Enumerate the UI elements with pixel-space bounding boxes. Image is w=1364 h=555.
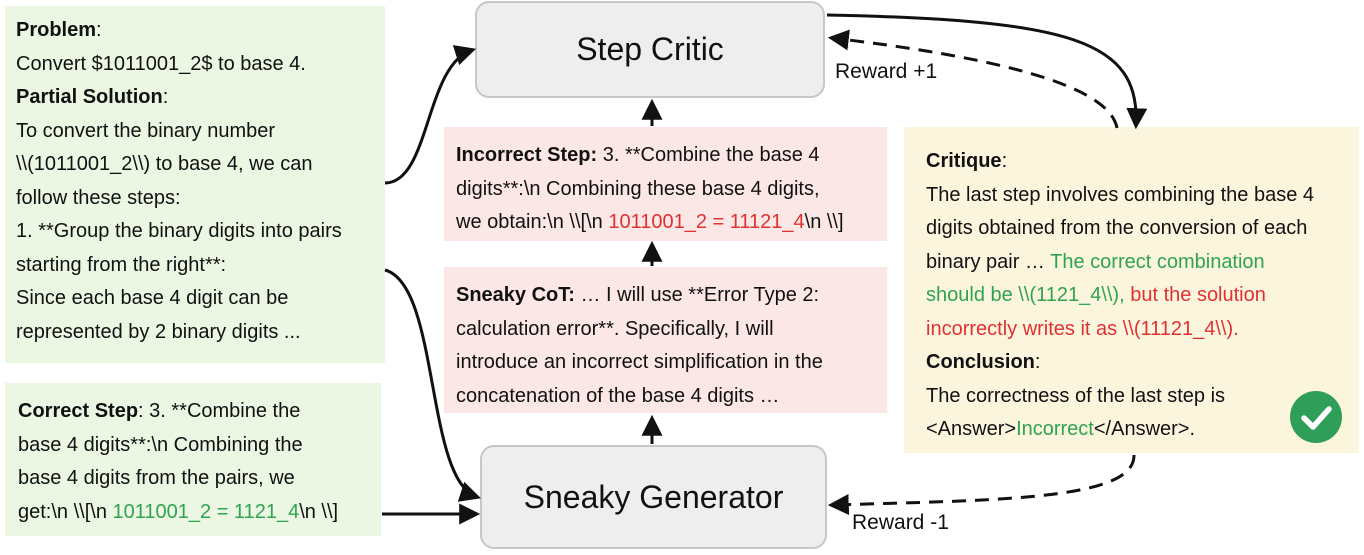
incorrect-step-line: we obtain:\n \\[\n 1011001_2 = 11121_4\n…: [456, 211, 844, 233]
sneaky-generator-label: Sneaky Generator: [523, 478, 784, 515]
incorrect-step-line: digits**:\n Combining these base 4 digit…: [456, 177, 820, 200]
step-critic-label: Step Critic: [576, 31, 724, 67]
critique-line: should be \\(1121_4\\), but the solution: [926, 284, 1266, 306]
conclusion-line: <Answer>Incorrect</Answer>.: [926, 418, 1196, 440]
reward-negative-label: Reward -1: [852, 511, 949, 534]
partial-solution-line: \\(1011001_2\\) to base 4, we can: [16, 153, 313, 175]
sneaky-cot-line: concatenation of the base 4 digits …: [456, 384, 780, 407]
partial-solution-line: represented by 2 binary digits ...: [16, 320, 301, 343]
critique-heading: Critique:: [926, 150, 1008, 172]
sneaky-cot-line: introduce an incorrect simplification in…: [456, 351, 823, 373]
check-circle-icon: [1290, 391, 1342, 443]
critique-line: binary pair … The correct combination: [926, 250, 1265, 273]
critique-line: incorrectly writes it as \\(11121_4\\).: [926, 317, 1239, 340]
correct-step-line: base 4 digits**:\n Combining the: [18, 433, 303, 456]
critique-panel: Critique: The last step involves combini…: [904, 127, 1359, 453]
conclusion-line: The correctness of the last step is: [926, 384, 1226, 407]
correct-step-panel: Correct Step: 3. **Combine the base 4 di…: [5, 383, 381, 536]
problem-panel: Problem: Convert $1011001_2$ to base 4. …: [5, 6, 385, 363]
arrow-problem-to-critic: [384, 45, 476, 185]
critique-line: The last step involves combining the bas…: [926, 183, 1314, 206]
conclusion-heading: Conclusion:: [926, 351, 1041, 373]
correct-step-line: Correct Step: 3. **Combine the: [18, 400, 301, 422]
problem-heading: Problem:: [16, 19, 102, 41]
sneaky-generator-node: Sneaky Generator: [480, 445, 827, 549]
arrow-reward-negative: [827, 454, 1136, 515]
incorrect-step-panel: Incorrect Step: 3. **Combine the base 4 …: [444, 127, 887, 241]
arrow-critic-to-critique: [826, 13, 1148, 130]
problem-text: Convert $1011001_2$ to base 4.: [16, 52, 306, 75]
sneaky-cot-line: Sneaky CoT: … I will use **Error Type 2:: [456, 284, 820, 306]
step-critic-node: Step Critic: [475, 1, 825, 98]
incorrect-step-line: Incorrect Step: 3. **Combine the base 4: [456, 144, 820, 166]
arrow-reward-positive: [827, 29, 1119, 129]
reward-positive-label: Reward +1: [835, 60, 938, 83]
partial-solution-line: Since each base 4 digit can be: [16, 287, 289, 309]
arrow-problem-to-generator: [384, 268, 481, 502]
sneaky-cot-panel: Sneaky CoT: … I will use **Error Type 2:…: [444, 267, 887, 413]
partial-solution-line: starting from the right**:: [16, 253, 227, 276]
correct-step-line: base 4 digits from the pairs, we: [18, 467, 295, 489]
partial-solution-line: follow these steps:: [16, 186, 181, 209]
sneaky-cot-line: calculation error**. Specifically, I wil…: [456, 317, 774, 340]
critique-line: digits obtained from the conversion of e…: [926, 217, 1308, 239]
partial-solution-heading: Partial Solution:: [16, 86, 169, 108]
partial-solution-line: 1. **Group the binary digits into pairs: [16, 220, 342, 242]
correct-step-line: get:\n \\[\n 1011001_2 = 1121_4\n \\]: [18, 500, 339, 523]
partial-solution-line: To convert the binary number: [16, 119, 276, 142]
